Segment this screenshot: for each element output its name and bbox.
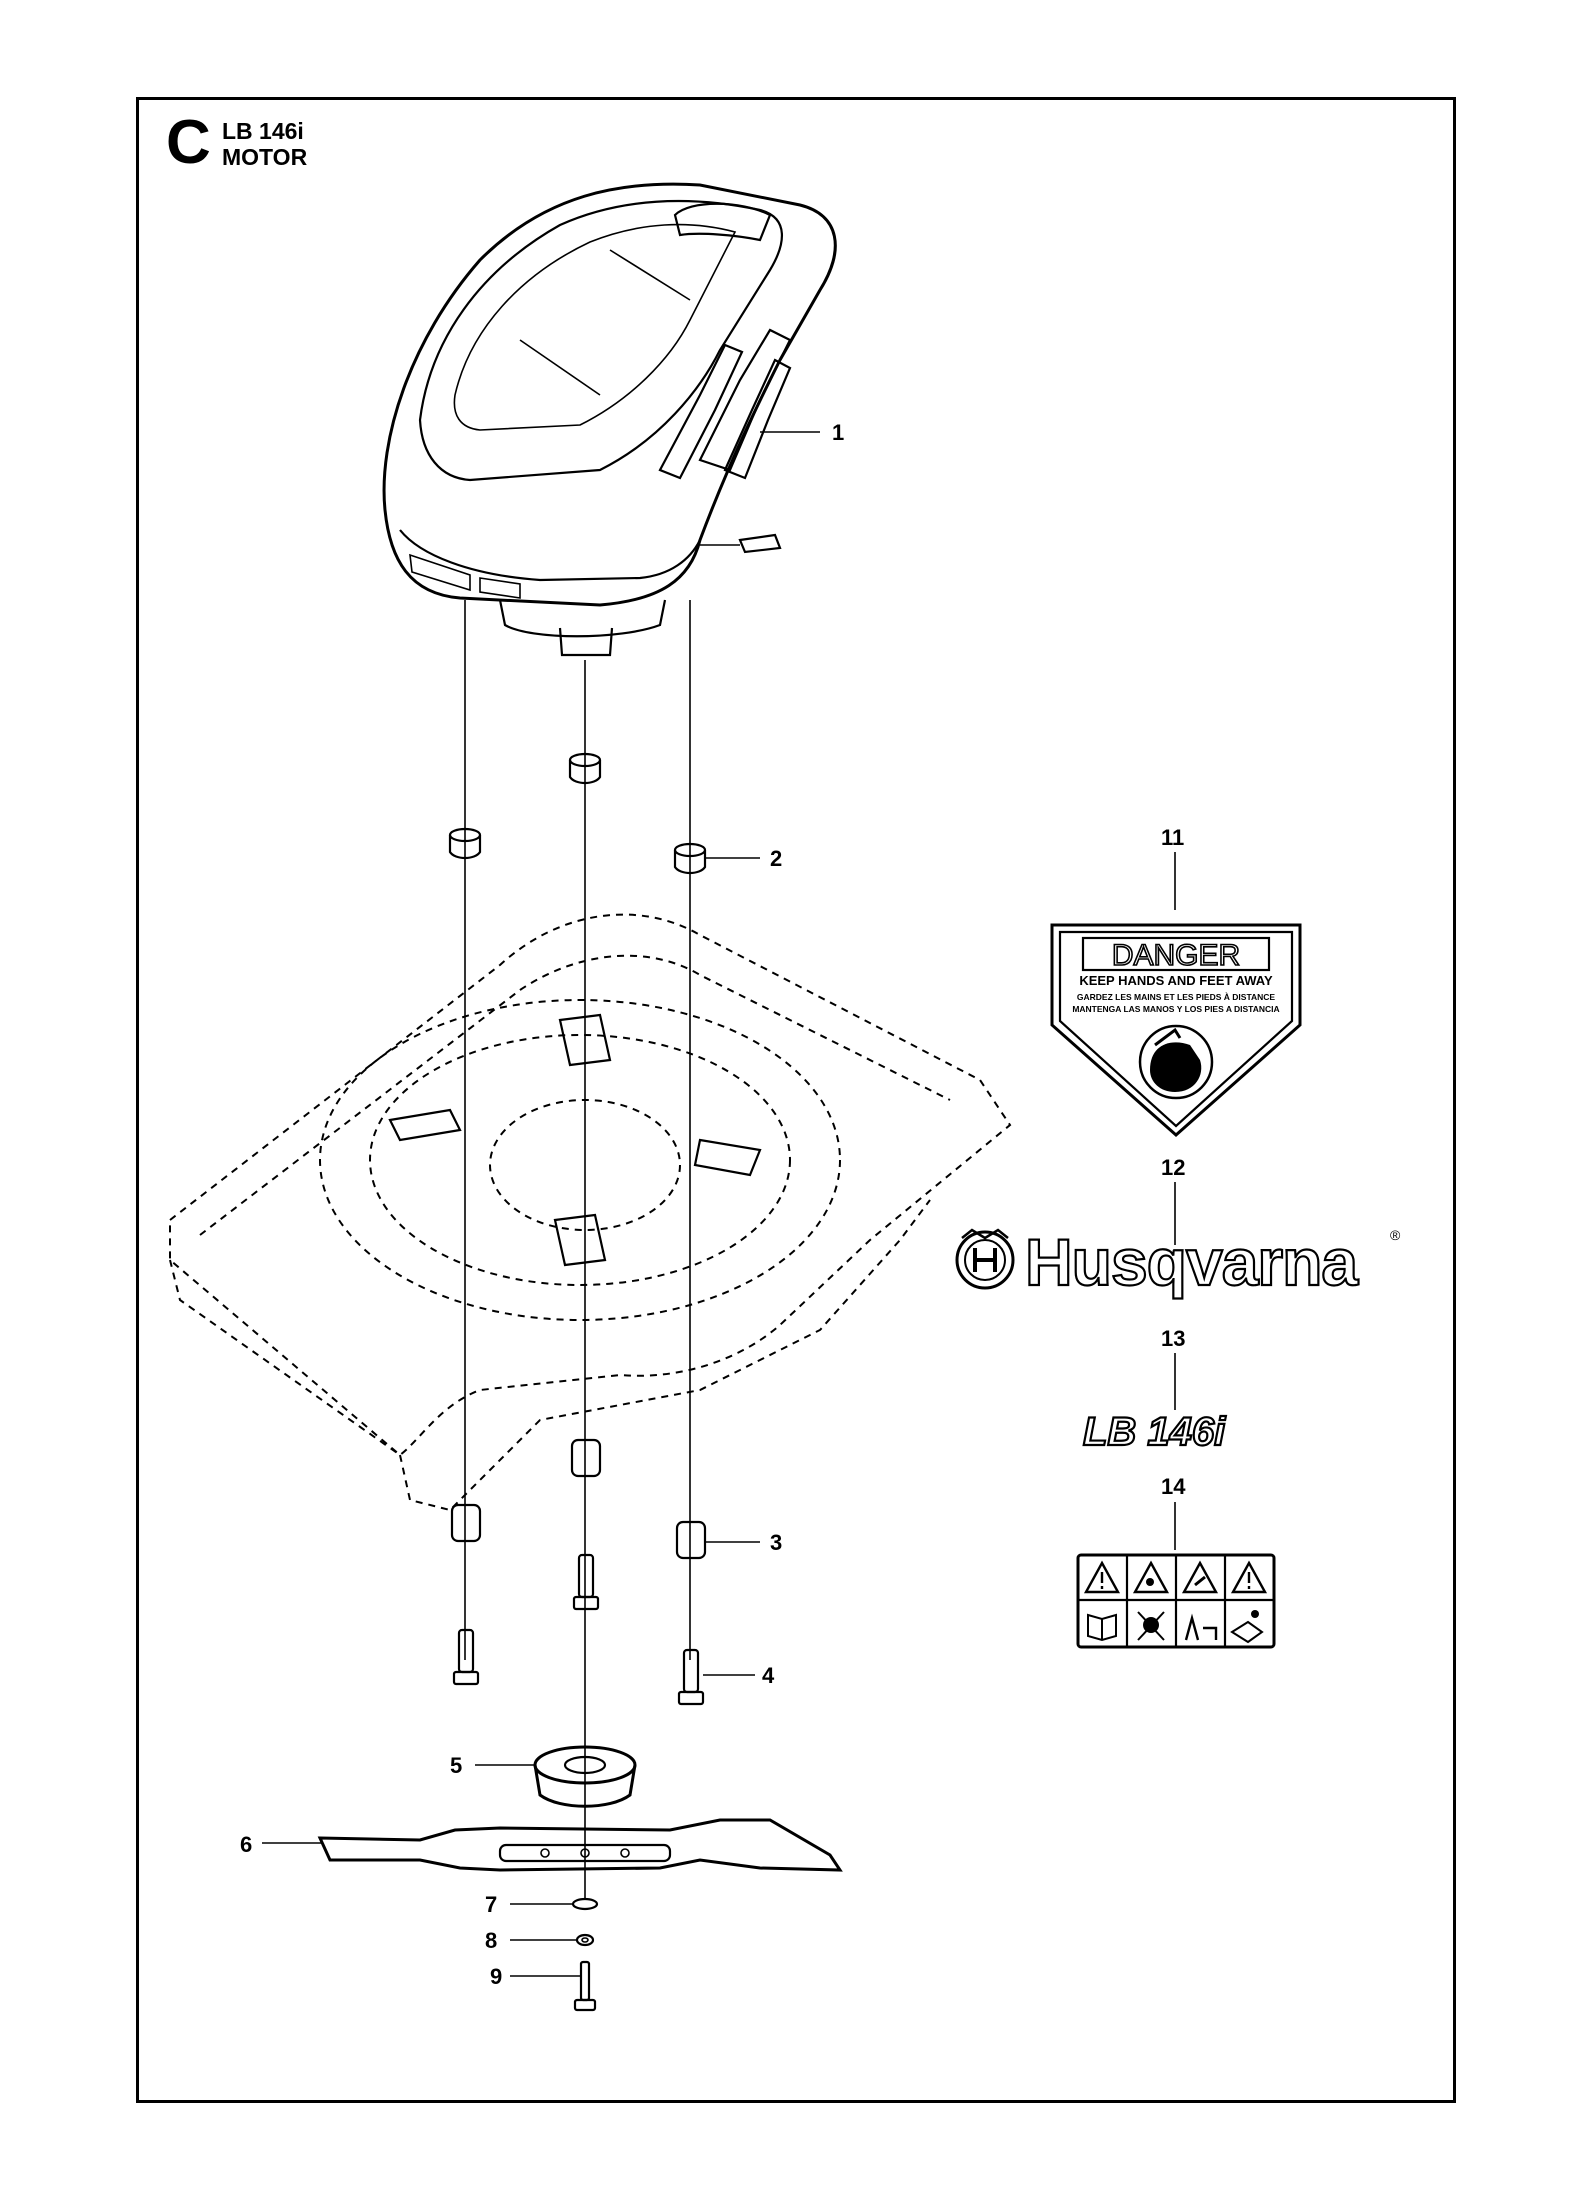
screw-part[interactable] [573,1960,597,2012]
danger-heading: DANGER [1112,939,1240,972]
model-title: LB 146i [222,118,304,144]
danger-decal-part[interactable]: DANGER KEEP HANDS AND FEET AWAY GARDEZ L… [1050,923,1302,1138]
warning-decal-part[interactable] [1076,1553,1276,1649]
warning-thrown-objects-icon [1132,1560,1170,1594]
husqvarna-crown-logo-icon [955,1228,1015,1290]
callout-7: 7 [485,1892,497,1917]
disconnect-icon [1184,1613,1218,1641]
read-manual-icon [1087,1613,1117,1642]
washer-part[interactable] [571,1897,599,1911]
husqvarna-decal-part[interactable]: Husqvarna ® [955,1224,1401,1300]
callout-3: 3 [770,1530,782,1555]
hand-blade-icon [1138,1024,1214,1100]
mower-deck-reference [169,913,1012,1512]
danger-line-en: KEEP HANDS AND FEET AWAY [1079,973,1273,988]
callout-11: 11 [1161,825,1184,850]
bolt-part[interactable] [452,1553,705,1706]
bushing-lower-part[interactable] [450,1438,707,1560]
blade-hub-part[interactable] [533,1745,637,1808]
warning-hand-blade-icon [1181,1560,1219,1594]
danger-line-es: MANTENGA LAS MANOS Y LOS PIES A DISTANCI… [1072,1004,1279,1014]
danger-line-fr: GARDEZ LES MAINS ET LES PIEDS À DISTANCE [1077,992,1276,1002]
callout-5: 5 [450,1753,462,1778]
hearing-protection-icon [1137,1611,1165,1641]
model-decal-text: LB 146i [1083,1410,1226,1454]
model-decal-part[interactable]: LB 146i [1082,1409,1227,1455]
callout-2: 2 [770,846,782,871]
callout-12: 12 [1161,1155,1185,1180]
registered-mark: ® [1390,1227,1401,1243]
callout-8: 8 [485,1928,497,1953]
bushing-top-part[interactable] [448,752,707,875]
callout-6: 6 [240,1832,252,1857]
assembly-title: MOTOR [222,144,308,170]
warning-icon-general [1230,1560,1268,1594]
lock-washer-part[interactable] [575,1933,595,1947]
callout-1: 1 [832,420,844,445]
motor-cover-part[interactable] [382,182,837,657]
remove-key-icon [1230,1610,1264,1644]
callout-4: 4 [762,1663,775,1688]
section-letter: C [166,108,211,177]
callout-14: 14 [1161,1474,1186,1499]
warning-icon [1083,1560,1121,1594]
leader-lines [262,431,1176,1977]
callout-9: 9 [490,1964,502,1989]
drawing-frame [136,97,1456,2103]
blade-part[interactable] [317,1818,843,1872]
brand-text: Husqvarna [1025,1225,1359,1299]
callout-13: 13 [1161,1326,1185,1351]
